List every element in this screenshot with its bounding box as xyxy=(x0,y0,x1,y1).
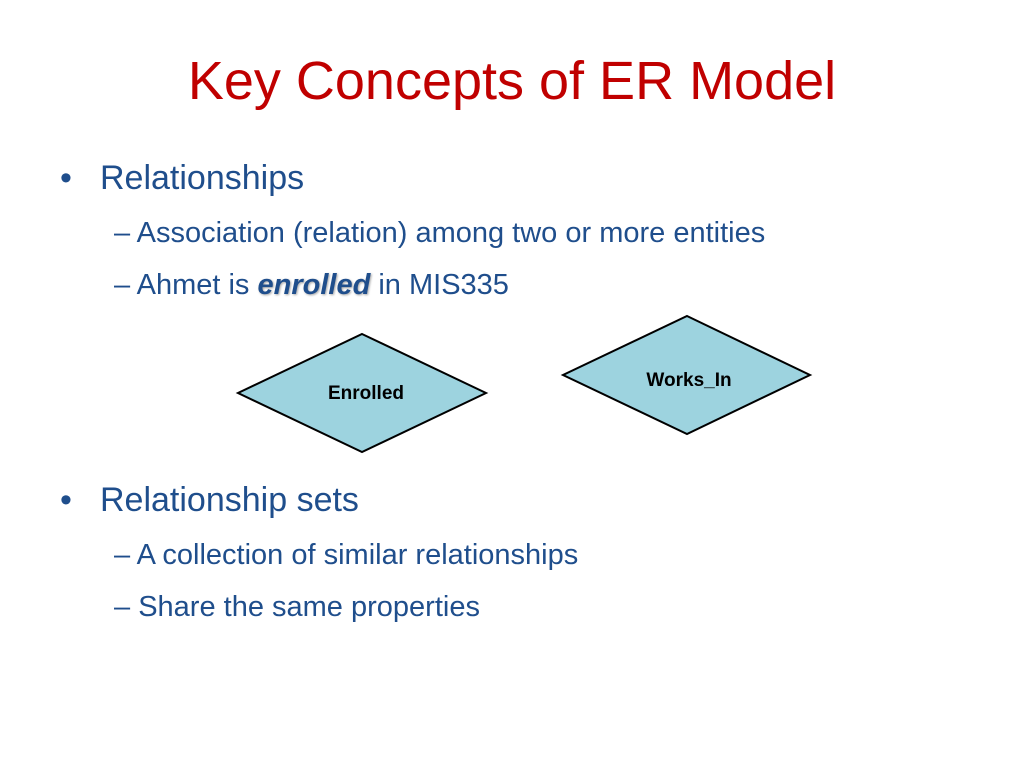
sub-bullet-text: A collection of similar relationships xyxy=(136,539,579,571)
sub-bullet-text: Association (relation) among two or more… xyxy=(136,217,766,249)
dash-icon: – xyxy=(114,539,131,571)
sub-bullet: – Association (relation) among two or mo… xyxy=(114,217,766,250)
bullet-text: Relationship sets xyxy=(100,481,359,519)
bullet-dot-icon: • xyxy=(60,159,72,197)
bullet-level1: • Relationship sets xyxy=(60,481,359,519)
diamond-label: Enrolled xyxy=(328,383,404,404)
dash-icon: – xyxy=(114,591,131,623)
emphasized-word: enrolled xyxy=(257,269,371,301)
sub-bullet: – Ahmet is enrolled in MIS335 xyxy=(114,269,509,302)
relationship-diamond-works-in: Works_In xyxy=(560,314,813,436)
diamond-label: Works_In xyxy=(646,370,731,391)
dash-icon: – xyxy=(114,217,131,249)
bullet-dot-icon: • xyxy=(60,481,72,519)
diamond-shape xyxy=(560,314,813,436)
bullet-text: Relationships xyxy=(100,159,305,197)
sub-bullet-text-post: in MIS335 xyxy=(370,269,509,301)
sub-bullet-text-pre: Ahmet is xyxy=(136,269,258,301)
bullet-level1: • Relationships xyxy=(60,159,305,197)
sub-bullet: – A collection of similar relationships xyxy=(114,539,579,572)
diamond-shape xyxy=(235,332,489,454)
slide-title: Key Concepts of ER Model xyxy=(187,51,837,111)
dash-icon: – xyxy=(114,269,131,301)
relationship-diamond-enrolled: Enrolled xyxy=(235,332,489,454)
sub-bullet: – Share the same properties xyxy=(114,591,480,624)
sub-bullet-text: Share the same properties xyxy=(138,591,480,623)
